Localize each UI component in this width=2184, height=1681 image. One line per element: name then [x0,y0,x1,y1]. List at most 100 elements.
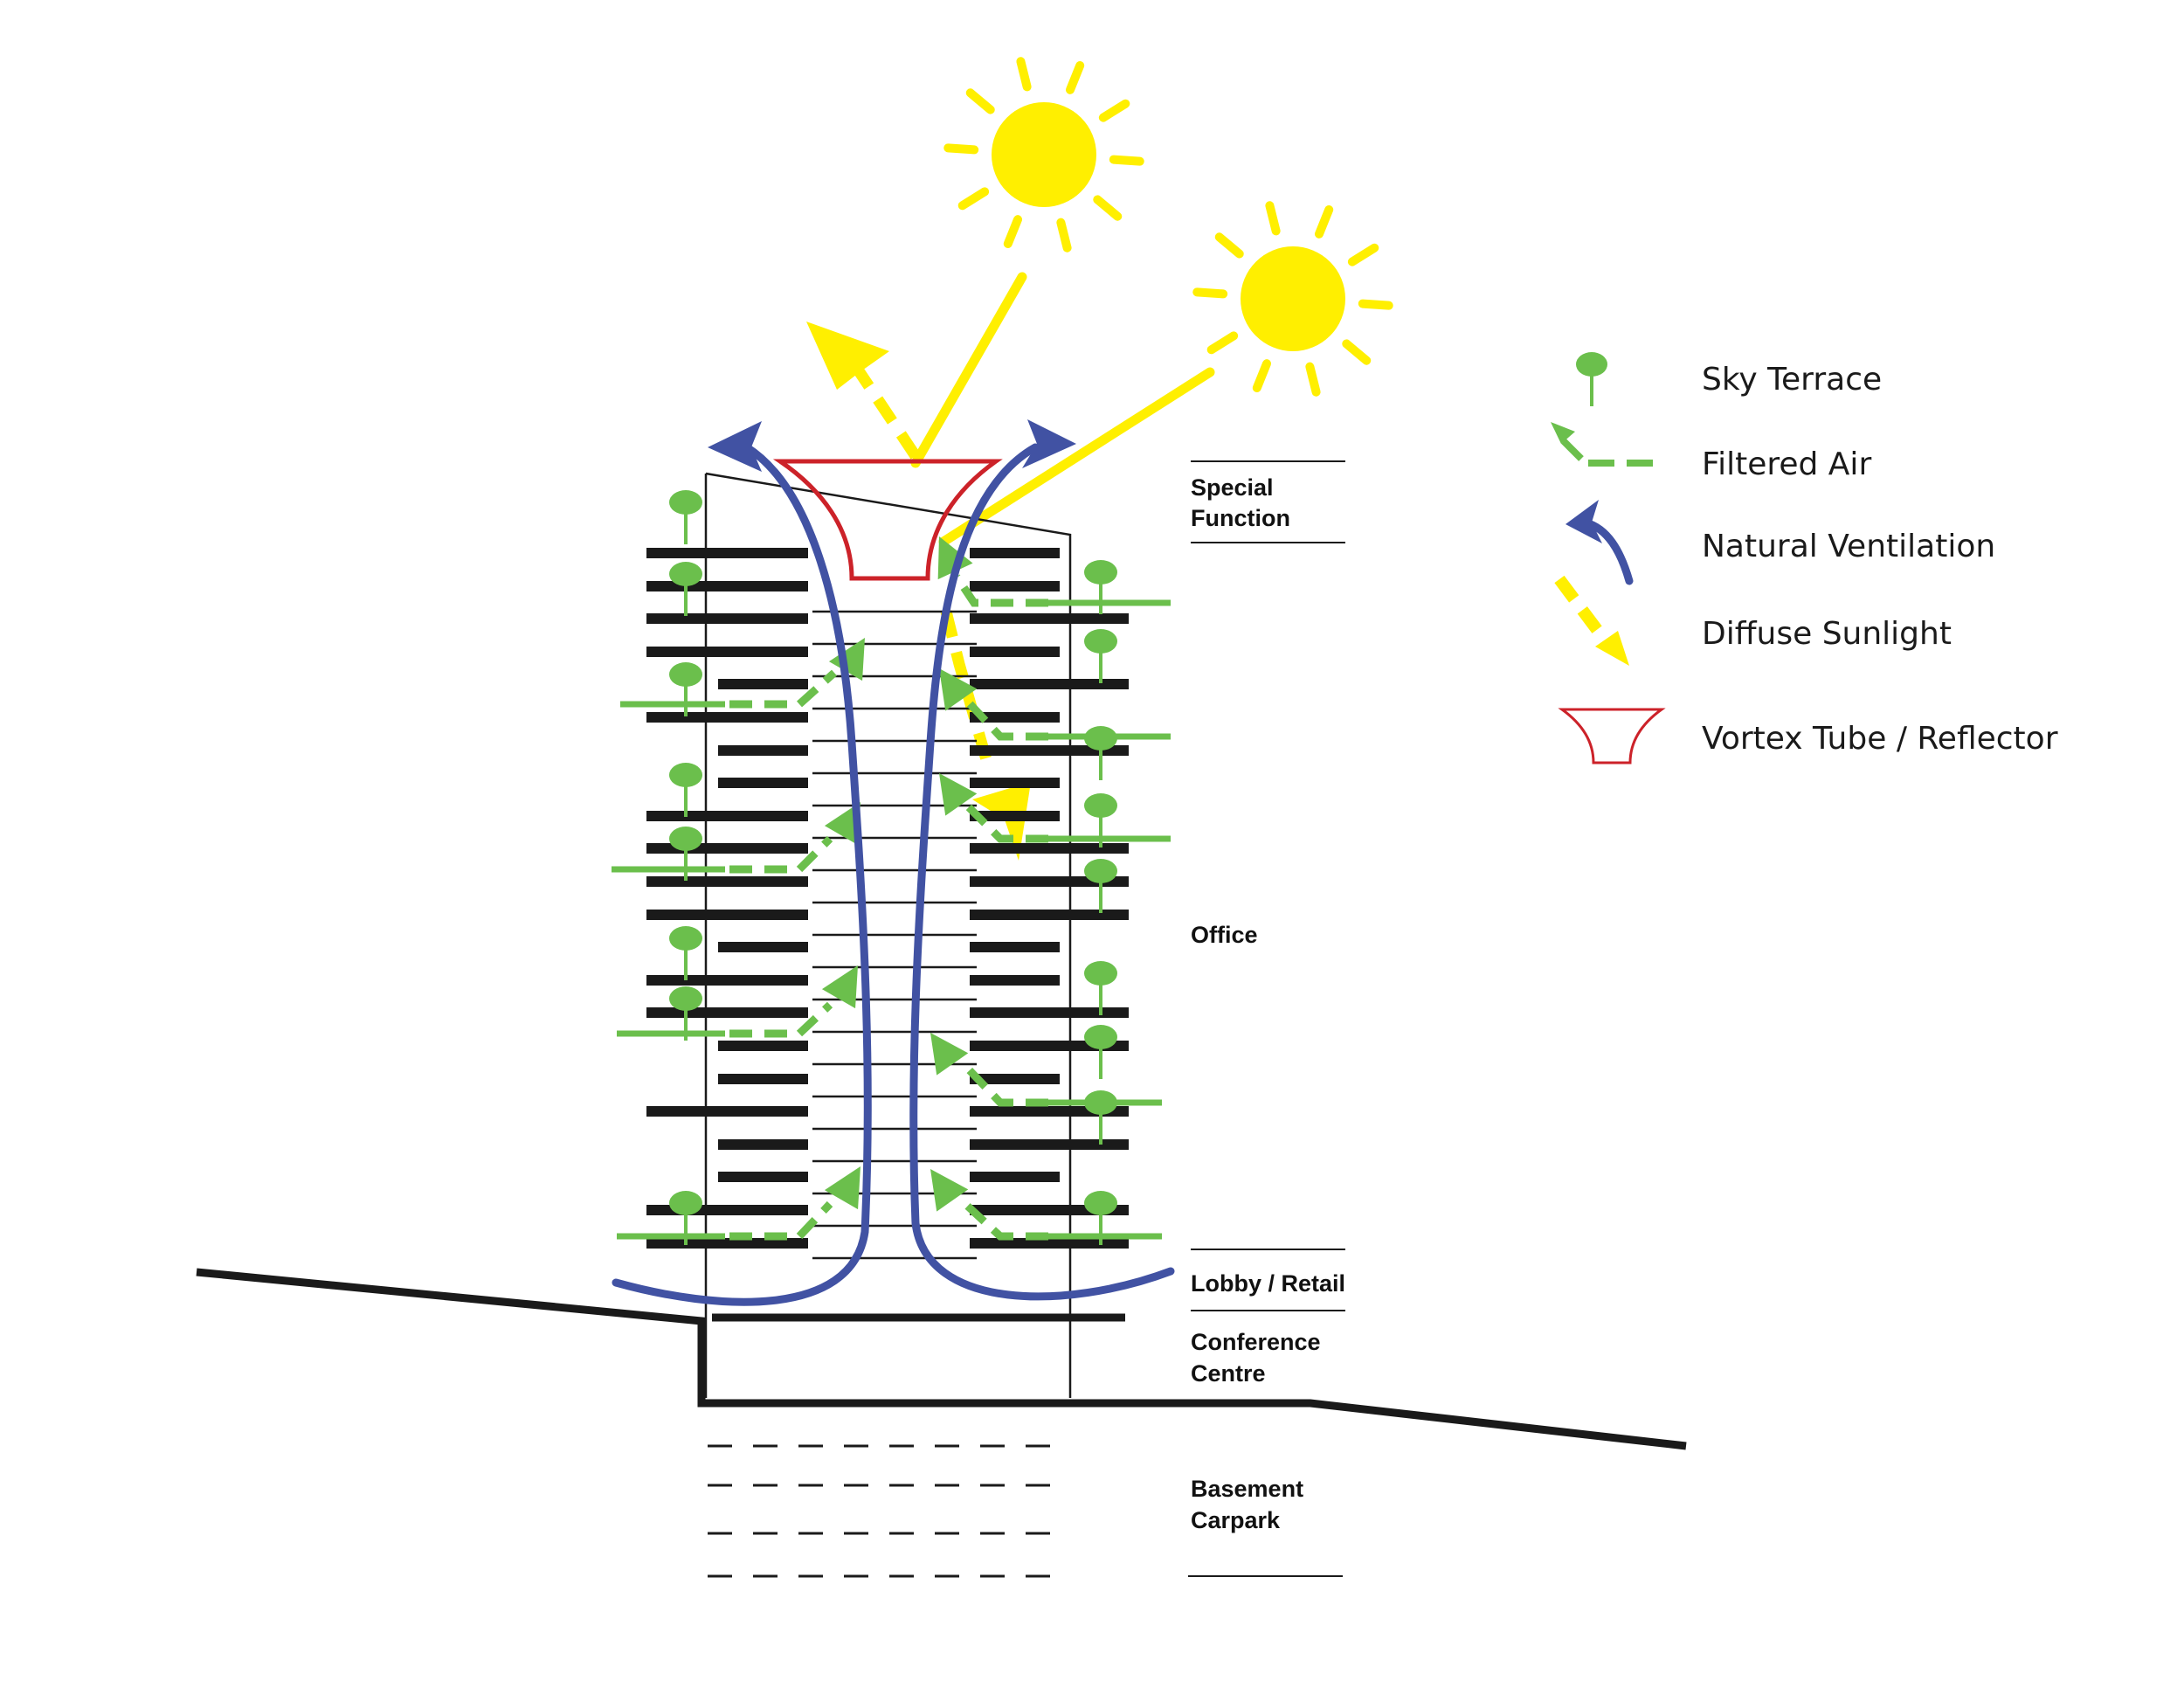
filtered-air-arrowhead [824,802,860,846]
sky-terrace-icon [1084,793,1117,818]
floor-plate-left [646,647,808,657]
legend-sky-terrace-icon [1576,352,1607,406]
filtered-air-arrowhead [939,668,978,711]
filtered-air-arrowhead [939,773,978,816]
filtered-air-path [729,669,838,709]
filtered-air-path [962,800,1048,843]
sky-terrace-icon [669,1191,702,1215]
sun-ray [1098,99,1130,122]
filtered-air-arrowhead [930,1033,969,1076]
sky-terrace-icon [669,926,702,951]
sun-ray [1342,339,1372,365]
ground-line [196,1268,1687,1450]
sky-terrace-icon [1084,1191,1117,1215]
sky-terrace-icon [1084,560,1117,585]
floor-plate-right [970,942,1060,952]
floor-plate-left [646,843,808,854]
filtered-air-path [729,835,833,874]
ventilation-arrowhead [1022,419,1076,468]
filtered-air-path [729,1200,833,1241]
floor-plate-right [970,745,1129,756]
floor-plate-right [970,581,1060,591]
sun-ray [1206,331,1239,355]
floor-plate-left [718,1041,808,1051]
legend-label-filtered-air: Filtered Air [1702,446,1871,482]
sky-terrace-icon [669,827,702,851]
zone-label-basement-line2: Carpark [1191,1507,1281,1533]
floor-plate-left [646,712,808,723]
floor-plate-left [718,745,808,756]
floor-plate-left [646,613,808,624]
building-outline [704,472,1072,1398]
zone-label-basement-line1: Basement [1191,1476,1303,1502]
basement-dashed-lines [708,1444,1066,1578]
sky-terrace-icon [1084,961,1117,986]
filtered-air-path [962,695,1048,741]
sun-ray [1109,155,1144,166]
sky-terraces [669,490,1117,1245]
floor-plate-left [646,975,808,986]
sun-ray [957,187,990,211]
sun-ray [1192,287,1228,299]
sky-terrace-icon [669,490,702,515]
zone-label-special-function-line2: Function [1191,505,1290,531]
sun-icon [1192,201,1393,397]
legend-label-sky-terrace: Sky Terrace [1702,362,1882,398]
sun-ray [1016,57,1032,92]
floor-plate-right [970,613,1129,624]
floor-plate-left [718,778,808,788]
filtered-air-arrowhead [828,638,865,681]
legend-label-diffuse-sunlight: Diffuse Sunlight [1702,616,1952,652]
sky-terrace-icon [1084,859,1117,883]
sun-ray [1056,218,1072,252]
sun-ray [1265,201,1281,236]
legend-vortex-tube-icon [1558,708,1666,764]
sun-ray [1003,215,1023,248]
floor-plate-right [970,1007,1129,1018]
sun-ray [1314,205,1334,239]
direct-sunlight-rays [910,272,1215,547]
floor-plate-right [970,843,1129,854]
floor-plate-right [970,811,1060,821]
ventilation-arrowhead [708,421,762,472]
sun-ray [1252,359,1272,392]
floor-plate-left [718,679,808,689]
sky-terrace-icon [669,662,702,687]
sky-terrace-icon [1084,629,1117,654]
floor-plate-right [970,647,1060,657]
legend-diffuse-sunlight-icon [1554,575,1629,666]
sun-ray [1305,362,1321,397]
filtered-air-path [962,1200,1048,1241]
floor-plate-right [970,1074,1060,1084]
floor-plate-left [718,1074,808,1084]
vortex-tube-reflector [772,459,1003,581]
floor-plate-right [970,1172,1060,1182]
sun-ray [1358,299,1393,310]
floor-plate-right [970,910,1129,920]
sun-ray [943,143,979,155]
zone-label-office: Office [1191,922,1258,948]
sun-ray [1347,243,1379,266]
sun-ray [1093,195,1123,221]
legend-label-vortex-tube: Vortex Tube / Reflector [1702,721,2058,757]
floor-plate-left [718,942,808,952]
diffuse-sunlight-arrow [940,610,1031,861]
natural-ventilation-flow [612,443,1175,1306]
floor-plate-right [970,712,1060,723]
zone-label-lobby-retail: Lobby / Retail [1191,1270,1345,1297]
diffuse-sunlight-arrow [806,322,921,460]
filtered-air-path [962,1062,1048,1107]
floor-plate-left [646,1007,808,1018]
filtered-air-arrowhead [821,965,858,1009]
floor-plate-left [646,1106,808,1117]
filtered-air-path [729,1001,833,1038]
legend: Sky Terrace Filtered Air Natural Ventila… [1551,352,2058,764]
floor-plate-left [646,548,808,558]
floor-plate-right [970,975,1060,986]
zone-label-conference-line2: Centre [1191,1360,1266,1387]
zone-label-special-function-line1: Special [1191,474,1274,501]
zone-label-conference-line1: Conference [1191,1329,1321,1355]
floor-plate-left [646,581,808,591]
legend-natural-ventilation-icon [1565,500,1634,585]
